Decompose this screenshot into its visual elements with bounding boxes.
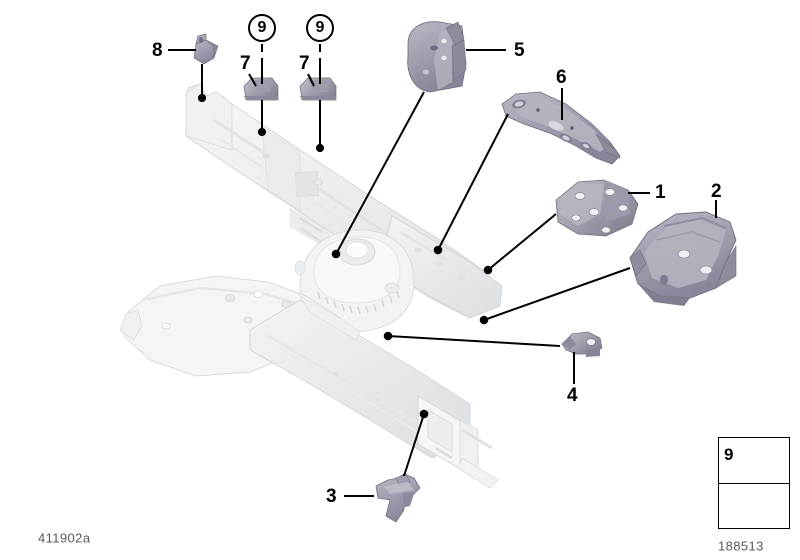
callout-7-right: 7: [299, 53, 310, 74]
callout-6: 6: [556, 67, 567, 88]
part-1-mounting-plate: [555, 179, 639, 237]
legend-screw-cell: 9: [718, 437, 790, 485]
callout-2: 2: [711, 181, 722, 202]
callout-4: 4: [567, 385, 578, 406]
part-5-rounded-corner-bracket: [407, 21, 467, 93]
part-8-small-angle-tab: [193, 33, 219, 65]
leader-lines: [168, 44, 717, 497]
callout-9-left: 9: [248, 14, 276, 42]
part-7-u-clip-left: [243, 77, 279, 101]
part-4-hook-clip: [561, 331, 603, 357]
diagram-number: 411902a: [38, 530, 91, 546]
callout-9-right: 9: [306, 14, 334, 42]
callout-3: 3: [326, 486, 337, 507]
callout-8: 8: [152, 40, 163, 61]
part-2-reinforcement-bracket: [629, 211, 737, 306]
legend-arrow-cell: [718, 483, 790, 529]
part-3-winged-clip: [375, 473, 421, 523]
part-6-long-arm-bracket: [501, 91, 621, 165]
part-7-u-clip-right: [299, 77, 337, 101]
legend-box: 9: [718, 437, 790, 529]
callout-1: 1: [655, 182, 666, 203]
callout-5: 5: [514, 40, 525, 61]
legend-screw-number: 9: [724, 445, 734, 464]
frame-rail-assembly: [119, 275, 499, 489]
drawing-number: 188513: [718, 538, 764, 554]
callout-7-left: 7: [240, 53, 251, 74]
